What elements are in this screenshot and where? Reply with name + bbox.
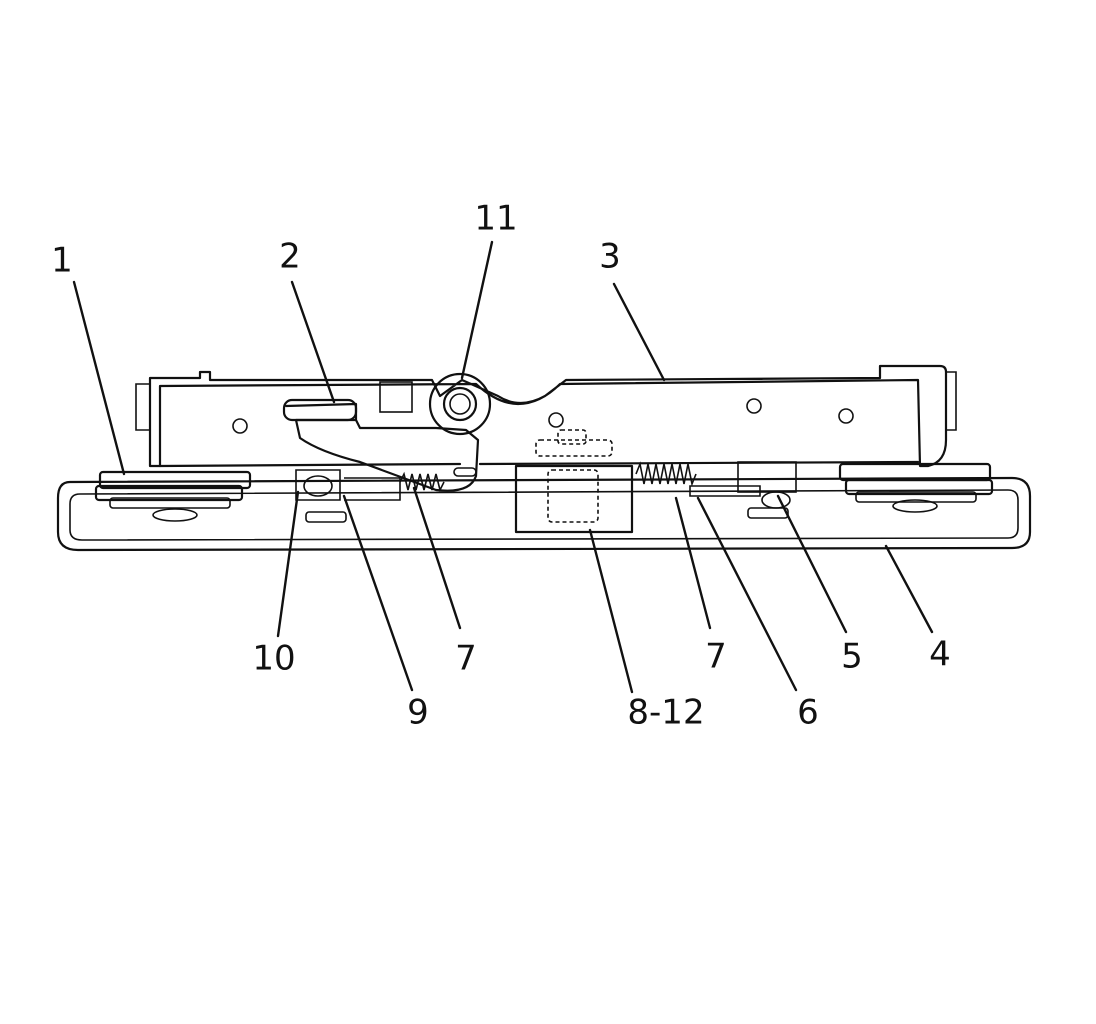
leader-7b xyxy=(674,496,712,630)
lock-lever xyxy=(282,381,480,492)
callouts: 1 2 11 3 10 9 7 8-12 7 6 5 4 xyxy=(51,199,951,733)
callout-8-12: 8-12 xyxy=(627,693,704,733)
leader-11 xyxy=(460,240,494,380)
spring-right xyxy=(635,461,697,487)
callout-1: 1 xyxy=(51,241,73,281)
leader-lines xyxy=(72,240,934,694)
pivot-bolt xyxy=(428,372,492,436)
callout-7-left: 7 xyxy=(455,639,477,679)
leader-4 xyxy=(884,544,934,634)
callout-7-right: 7 xyxy=(705,637,727,677)
leader-9 xyxy=(342,494,414,692)
callout-11: 11 xyxy=(474,199,517,239)
callout-9: 9 xyxy=(407,693,429,733)
spring-left xyxy=(399,471,445,493)
callout-2: 2 xyxy=(279,237,301,277)
callout-5: 5 xyxy=(841,637,863,677)
upper-rail xyxy=(135,364,957,468)
lower-rail xyxy=(56,476,1032,552)
leader-1 xyxy=(72,280,126,476)
right-clip-parts xyxy=(689,461,797,519)
left-clip-parts xyxy=(295,469,401,523)
left-roller-assembly xyxy=(94,470,252,522)
leader-2 xyxy=(290,280,336,404)
center-bracket xyxy=(514,429,634,534)
leader-5 xyxy=(776,494,848,634)
leader-8-12 xyxy=(588,528,634,694)
callout-4: 4 xyxy=(929,635,951,675)
right-roller-assembly xyxy=(838,462,994,513)
leader-10 xyxy=(276,490,300,638)
callout-3: 3 xyxy=(599,237,621,277)
leader-6 xyxy=(696,496,798,692)
callout-10: 10 xyxy=(252,639,295,679)
leader-3 xyxy=(612,282,666,382)
leader-7a xyxy=(412,486,462,630)
callout-6: 6 xyxy=(797,693,819,733)
